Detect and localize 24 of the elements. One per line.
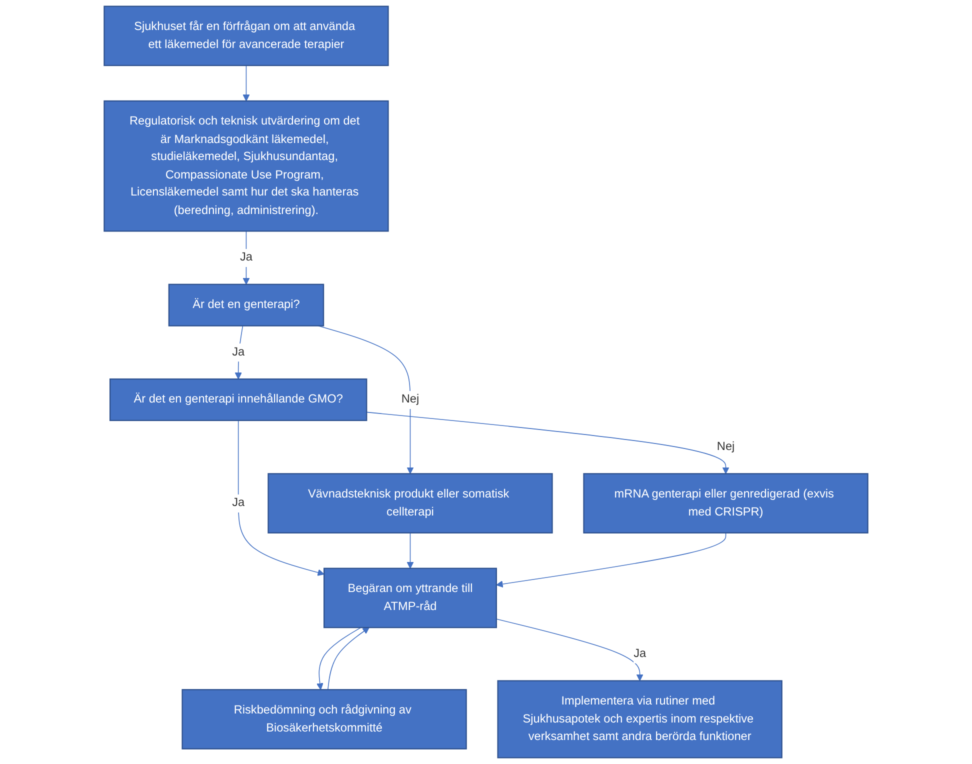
edge-label: Ja — [232, 496, 245, 510]
node-box: Är det en genterapi innehållande GMO? — [109, 378, 368, 422]
node-box: mRNA genterapi eller genredigerad (exvis med CRISPR) — [583, 473, 868, 534]
arrow — [496, 532, 726, 588]
arrow — [327, 627, 370, 690]
node-box: Begäran om yttrande till ATMP-råd — [324, 568, 497, 628]
node-box: Sjukhuset får en förfrågan om att använda ett läkemedel för avancerade terapier — [104, 6, 389, 66]
node-box: Är det en genterapi? — [168, 284, 324, 326]
edge-label: Nej — [716, 440, 735, 454]
node-box: Implementera via rutiner med Sjukhusapotek och expertis inom respektive verksamhet samt andra berörda funktioner — [497, 680, 782, 758]
edge-label: Ja — [634, 646, 646, 660]
edge-label: Nej — [401, 392, 420, 406]
arrow — [406, 532, 414, 569]
edge-label: Ja — [240, 250, 252, 264]
node-box: Regulatorisk och teknisk utvärdering om det är Marknadsgodkänt läkemedel, studieläkemedel, Sjukhusundantag, Compassionate Use Program, Licensläkemedel samt hur det ska hanteras (beredning, administrering). — [104, 100, 389, 232]
edge-label: Ja — [232, 345, 245, 359]
arrow — [242, 65, 250, 102]
arrow — [238, 420, 324, 576]
arrow — [316, 627, 362, 690]
node-box: Vävnadsteknisk produkt eller somatisk cellterapi — [268, 473, 553, 534]
arrow — [242, 230, 250, 285]
arrow — [496, 618, 644, 682]
arrow — [366, 412, 730, 474]
node-box: Riskbedömning och rådgivning av Biosäkerhetskommitté — [182, 689, 467, 750]
